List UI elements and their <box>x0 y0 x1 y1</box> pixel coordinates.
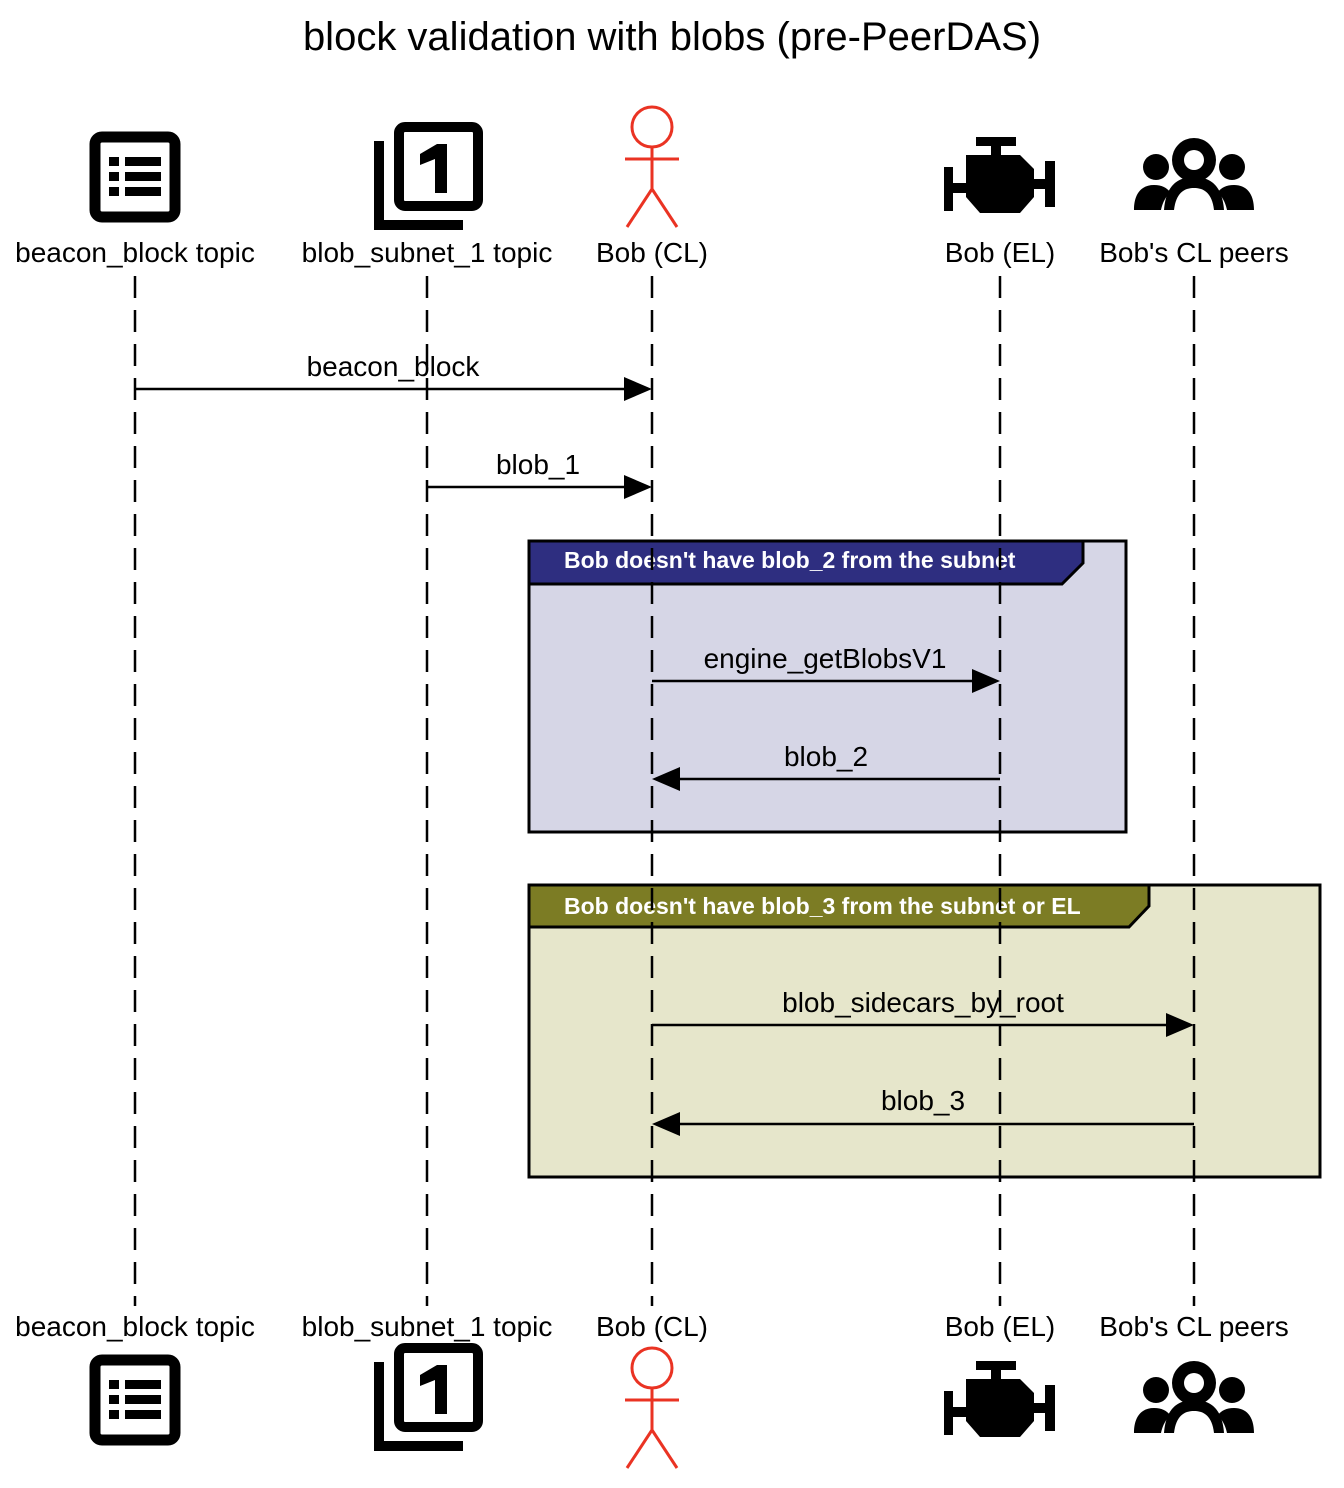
participant-label-top-subnet: blob_subnet_1 topic <box>302 237 553 268</box>
list-icon <box>89 131 181 223</box>
participant-label-top-el: Bob (EL) <box>945 237 1056 268</box>
engine-icon <box>944 1361 1055 1437</box>
message-blob-1: blob_1 <box>427 449 652 499</box>
participant-label-top-peers: Bob's CL peers <box>1099 237 1289 268</box>
message-blob-3: blob_3 <box>652 1085 1194 1136</box>
message-label: beacon_block <box>307 351 481 382</box>
participant-label-bottom-el: Bob (EL) <box>945 1311 1056 1342</box>
message-label: engine_getBlobsV1 <box>704 643 947 674</box>
list-icon <box>89 1354 181 1446</box>
frame-box <box>527 883 1322 1179</box>
arrowhead-left <box>652 767 680 791</box>
frame-blob-3: Bob doesn't have blob_3 from the subnet … <box>527 883 1322 1179</box>
frame-header <box>527 883 1151 929</box>
message-label: blob_3 <box>881 1085 965 1116</box>
actor-stick-figure-icon <box>625 1346 679 1469</box>
arrowhead-right <box>624 377 652 401</box>
filter-1-icon <box>374 1343 483 1451</box>
message-blob-2: blob_2 <box>652 741 1000 791</box>
frame-label: Bob doesn't have blob_2 from the subnet <box>564 547 1016 573</box>
frame-box <box>527 539 1128 834</box>
participant-label-top-cl: Bob (CL) <box>596 237 708 268</box>
arrowhead-left <box>652 1112 680 1136</box>
filter-1-icon <box>374 122 483 230</box>
group-icon <box>1134 138 1254 210</box>
participant-label-bottom-cl: Bob (CL) <box>596 1311 708 1342</box>
diagram-title: block validation with blobs (pre-PeerDAS… <box>303 15 1041 59</box>
arrowhead-right <box>972 669 1000 693</box>
actor-stick-figure-icon <box>625 105 679 228</box>
message-label: blob_sidecars_by_root <box>782 987 1064 1018</box>
frame-blob-2: Bob doesn't have blob_2 from the subnet <box>527 539 1128 834</box>
message-label: blob_2 <box>784 741 868 772</box>
participant-label-bottom-beacon: beacon_block topic <box>15 1311 255 1342</box>
frame-label: Bob doesn't have blob_3 from the subnet … <box>564 893 1081 919</box>
arrowhead-right <box>1166 1013 1194 1037</box>
message-blob-sidecars-by-root: blob_sidecars_by_root <box>652 987 1194 1037</box>
message-label: blob_1 <box>496 449 580 480</box>
frame-header <box>527 539 1085 586</box>
group-icon <box>1134 1361 1254 1433</box>
participant-label-bottom-subnet: blob_subnet_1 topic <box>302 1311 553 1342</box>
participant-label-bottom-peers: Bob's CL peers <box>1099 1311 1289 1342</box>
arrowhead-right <box>624 475 652 499</box>
participant-label-top-beacon: beacon_block topic <box>15 237 255 268</box>
engine-icon <box>944 137 1055 213</box>
message-engine-getblobsv1: engine_getBlobsV1 <box>652 643 1000 693</box>
message-beacon-block: beacon_block <box>135 351 652 401</box>
